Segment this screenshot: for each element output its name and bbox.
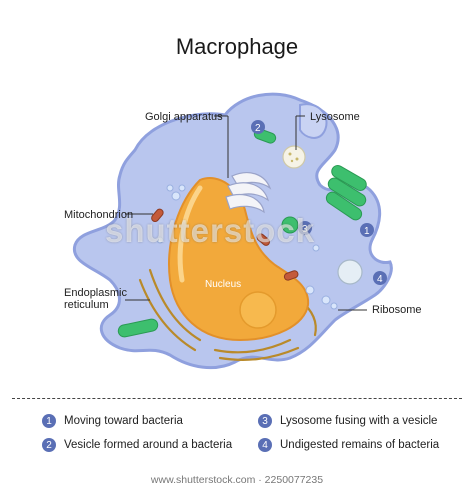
lysosome bbox=[282, 145, 306, 169]
leader-lines bbox=[125, 115, 367, 311]
footer-credit: www.shutterstock.com · 2250077235 bbox=[150, 474, 324, 486]
label-ribosome: Ribosome bbox=[372, 304, 422, 316]
ribosomes bbox=[156, 184, 338, 310]
label-mitochondrion: Mitochondrion bbox=[64, 209, 133, 221]
page-title: Macrophage bbox=[175, 34, 299, 59]
svg-text:2: 2 bbox=[255, 123, 261, 134]
divider bbox=[12, 398, 462, 399]
svg-text:4: 4 bbox=[377, 274, 383, 285]
golgi-apparatus bbox=[225, 172, 272, 214]
watermark: shutterstock bbox=[105, 212, 316, 249]
undigested-remains bbox=[337, 259, 363, 285]
label-er-line2: reticulum bbox=[64, 299, 109, 311]
bacteria bbox=[117, 128, 367, 338]
marker-1: 1 bbox=[360, 223, 374, 237]
svg-text:1: 1 bbox=[364, 226, 370, 237]
marker-4: 4 bbox=[373, 271, 387, 285]
marker-2: 2 bbox=[251, 120, 265, 134]
nucleolus bbox=[239, 291, 277, 329]
label-lysosome: Lysosome bbox=[310, 111, 360, 123]
marker-3: 3 bbox=[298, 221, 312, 235]
label-er-line1: Endoplasmic bbox=[64, 287, 127, 299]
svg-text:3: 3 bbox=[302, 224, 308, 235]
label-nucleus: Nucleus bbox=[205, 279, 241, 290]
mitochondria bbox=[151, 208, 299, 281]
label-golgi: Golgi apparatus bbox=[145, 111, 223, 123]
